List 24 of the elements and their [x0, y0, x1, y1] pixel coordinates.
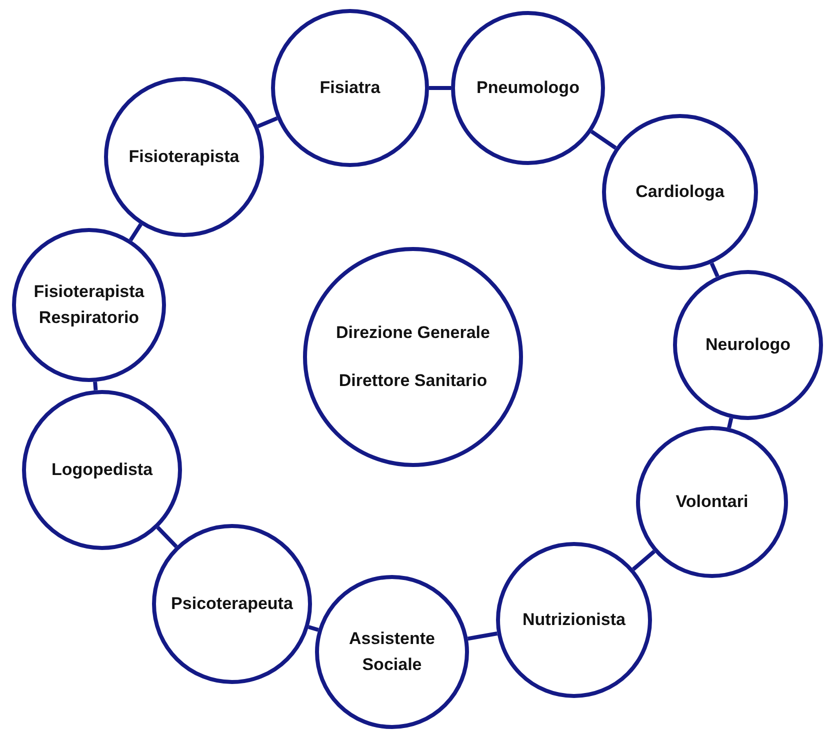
role-label: Psicoterapeuta	[170, 592, 294, 615]
role-label: Fisiatra	[318, 76, 382, 99]
role-label: Direttore Sanitario	[338, 370, 488, 392]
connector-line	[93, 382, 98, 390]
role-label: Assistente Sociale	[348, 628, 436, 676]
role-label: Fisioterapista	[128, 146, 240, 168]
connector-line	[257, 116, 278, 128]
connector-line	[727, 418, 734, 428]
role-label: Pneumologo	[476, 76, 580, 99]
connector-line	[590, 130, 617, 150]
role-label: Cardiologa	[634, 180, 726, 203]
role-label: Nutrizionista	[522, 608, 626, 631]
connector-line	[429, 86, 451, 90]
role-label: Volontari	[674, 490, 750, 513]
connector-line	[308, 625, 319, 632]
role-label: Neurologo	[704, 334, 792, 356]
role-label: Direzione Generale	[334, 322, 491, 344]
connector-line	[128, 223, 142, 242]
connector-line	[632, 550, 656, 571]
role-label: Fisioterapista Respiratorio	[32, 280, 146, 329]
connector-line	[156, 526, 178, 548]
role-label: Logopedista	[50, 458, 154, 481]
connector-line	[468, 632, 498, 641]
connector-line	[710, 262, 720, 278]
